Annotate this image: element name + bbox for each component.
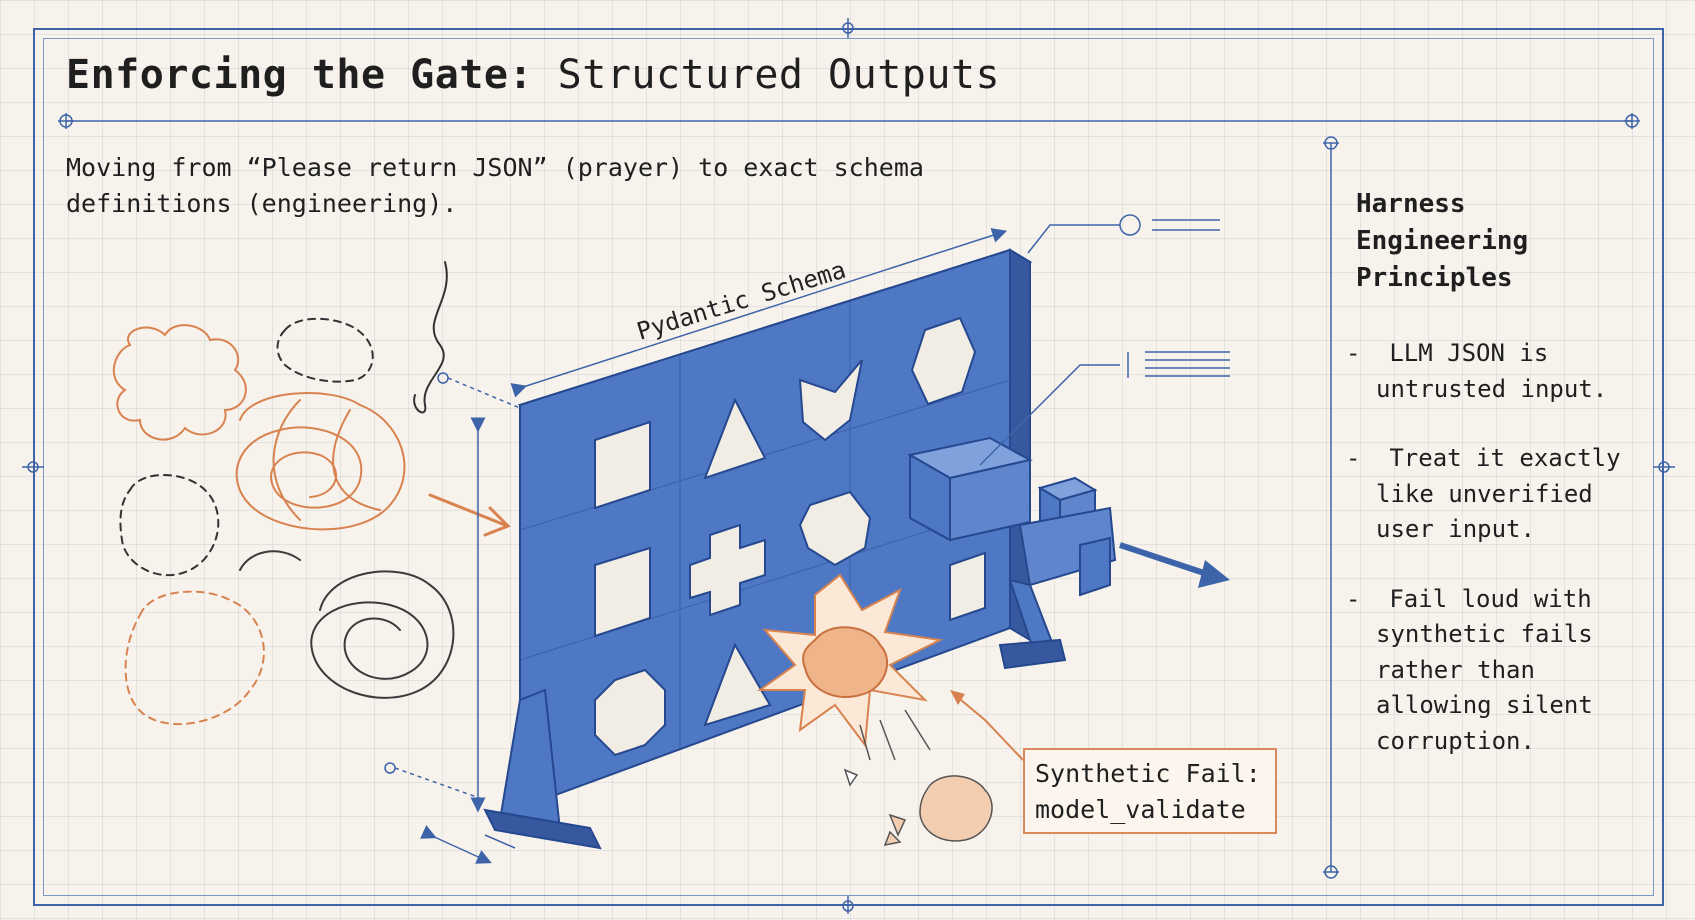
partial-hole-right [949, 551, 986, 622]
leader-callouts [979, 214, 1230, 466]
gate-right-foot [998, 638, 1067, 670]
blueprint-rules [22, 18, 1675, 914]
triangle-hole-bottom [703, 642, 772, 727]
callout-line-2: model_validate [1035, 795, 1246, 824]
orange-scribble-cloud [112, 324, 247, 441]
validated-blocks [907, 436, 1230, 597]
black-dashed-shape-top [276, 317, 374, 383]
sidebar-heading: Harness Engineering Principles [1356, 189, 1529, 293]
octagon-hole-bottom [594, 668, 666, 757]
falling-debris [919, 775, 993, 842]
callout-line-1: Synthetic Fail: [1035, 759, 1261, 788]
orange-input-arrow [428, 493, 511, 537]
hexagon-hole [910, 316, 977, 406]
principle-item: LLM JSON is untrusted input. [1346, 336, 1646, 407]
fail-callout-leader [954, 694, 1024, 761]
square-hole-top [594, 420, 651, 510]
synthetic-fail-callout: Synthetic Fail: model_validate [1023, 748, 1277, 834]
black-squiggle-line [413, 261, 448, 414]
synthetic-fail-burst [756, 573, 1024, 847]
principle-item: Treat it exactly like unverified user in… [1346, 441, 1646, 548]
principles-list: LLM JSON is untrusted input. Treat it ex… [1346, 336, 1646, 793]
title-bold: Enforcing the Gate: [66, 52, 534, 98]
orange-scribble-tangle [235, 392, 406, 531]
square-hole-mid [594, 546, 651, 638]
messy-json-scribbles [112, 261, 511, 726]
shape-holes [594, 316, 986, 757]
black-dashed-shape-mid [119, 474, 220, 577]
gate-left-foot [483, 808, 602, 850]
subtitle: Moving from “Please return JSON” (prayer… [66, 153, 924, 218]
schema-gate [483, 248, 1067, 850]
shield-hole [798, 359, 863, 442]
cross-hole [689, 523, 766, 617]
crumpled-bad-json [802, 626, 889, 698]
title-regular: Structured Outputs [557, 52, 1001, 98]
orange-dashed-shape-bottom [124, 590, 265, 726]
puzzle-hole [798, 490, 872, 567]
page-title: Enforcing the Gate: Structured Outputs [66, 52, 1000, 98]
dimension-lines [384, 228, 1008, 864]
black-scribble-tangle [239, 550, 455, 699]
principle-item: Fail loud with synthetic fails rather th… [1346, 582, 1646, 760]
triangle-hole-top [703, 397, 767, 480]
